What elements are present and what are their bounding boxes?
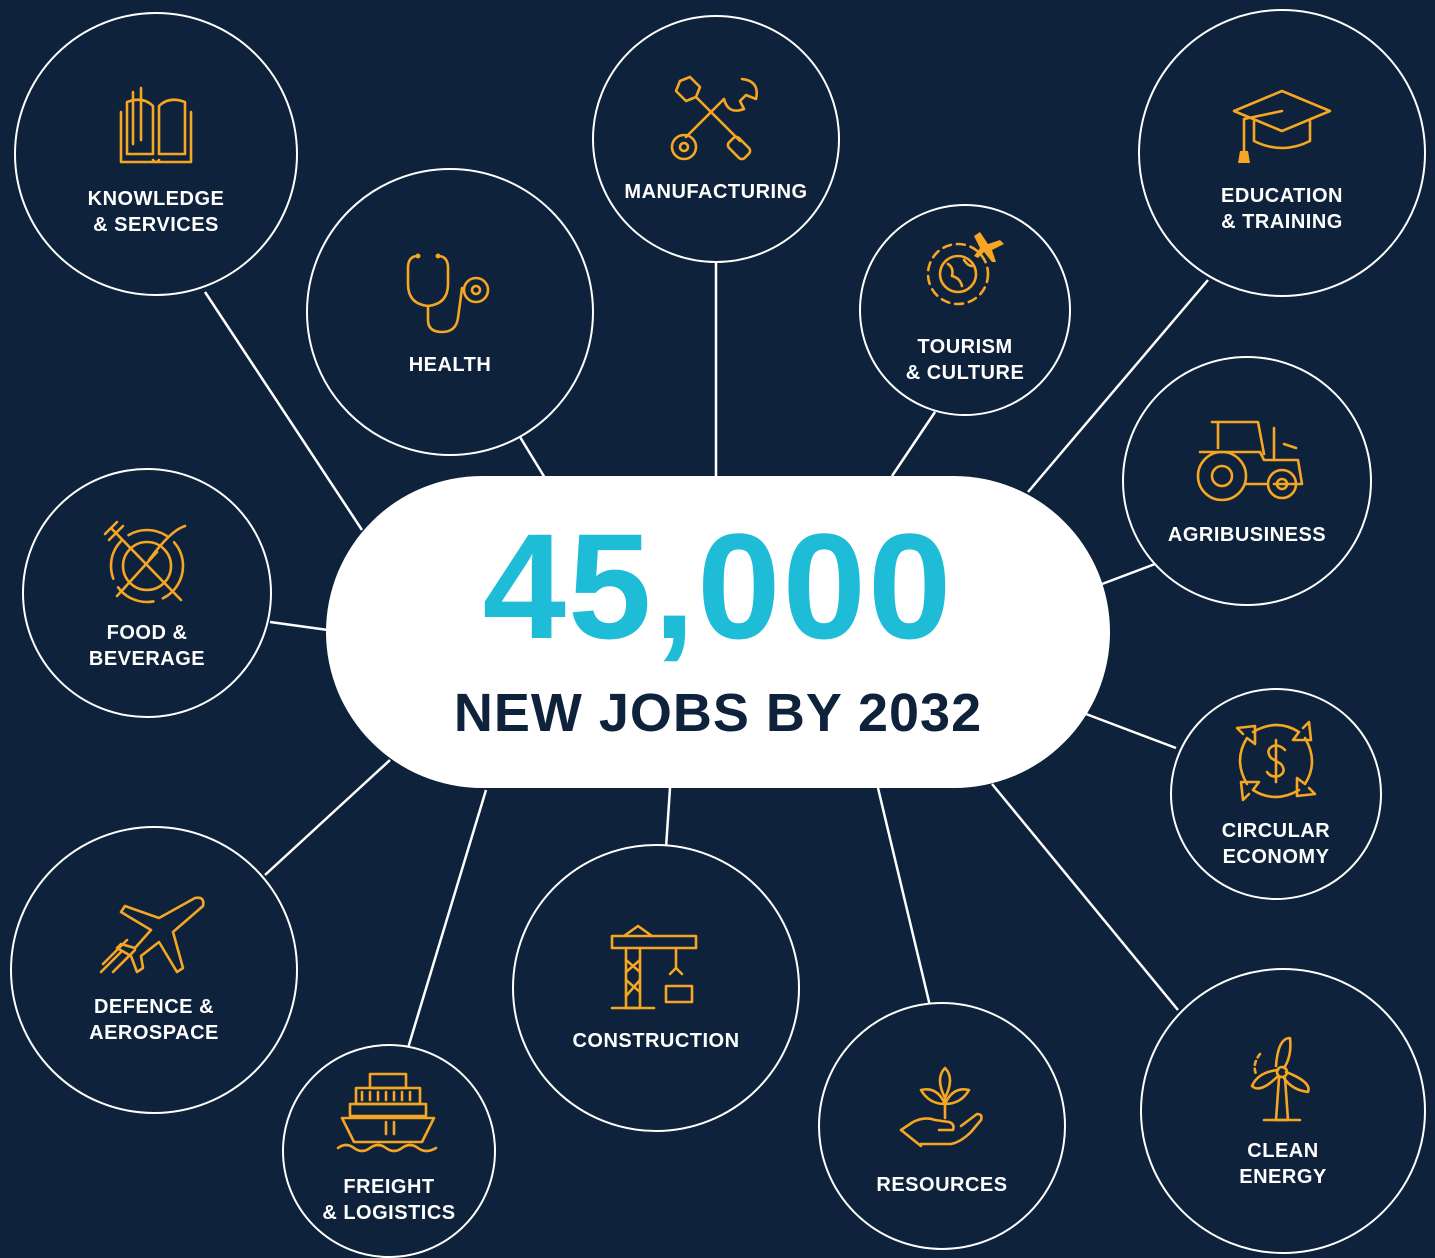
sector-label: MANUFACTURING [624, 181, 808, 203]
headline-number: 45,000 [482, 502, 954, 670]
cargo-ship-icon [336, 1070, 442, 1154]
connector-freight [406, 789, 488, 1049]
sector-label: FREIGHT & LOGISTICS [322, 1176, 456, 1224]
sector-food-beverage: FOOD & BEVERAGE [22, 468, 272, 718]
plate-cutlery-icon [101, 520, 193, 608]
sector-label: KNOWLEDGE & SERVICES [87, 188, 225, 236]
tools-icon [670, 73, 762, 165]
globe-plane-icon [922, 228, 1008, 308]
connector-tourism [890, 411, 937, 477]
connector-resources [876, 787, 932, 1007]
connector-agribusiness [1101, 562, 1156, 586]
sector-health: HEALTH [306, 168, 594, 456]
sector-label: AGRIBUSINESS [1167, 524, 1327, 546]
connector-food [269, 620, 329, 632]
sector-label: CONSTRUCTION [572, 1030, 740, 1052]
sector-knowledge-services: KNOWLEDGE & SERVICES [14, 12, 298, 296]
stethoscope-icon [400, 248, 500, 340]
headline-subtitle: NEW JOBS BY 2032 [453, 683, 983, 743]
connector-defence [264, 759, 391, 876]
connector-clean-energy [991, 783, 1179, 1011]
sector-defence-aerospace: DEFENCE & AEROSPACE [10, 826, 298, 1114]
sector-label: CIRCULAR ECONOMY [1221, 820, 1331, 868]
sector-construction: CONSTRUCTION [512, 844, 800, 1132]
sector-label: HEALTH [408, 354, 492, 376]
sector-resources: RESOURCES [818, 1002, 1066, 1250]
sector-label: EDUCATION & TRAINING [1221, 185, 1343, 233]
sector-education-training: EDUCATION & TRAINING [1138, 9, 1426, 297]
crane-icon [610, 924, 702, 1012]
connector-construction [664, 787, 672, 849]
connector-knowledge [203, 291, 364, 531]
sector-manufacturing: MANUFACTURING [592, 15, 840, 263]
connector-education [1027, 279, 1209, 493]
hand-plant-icon [899, 1066, 985, 1154]
sector-clean-energy: CLEAN ENERGY [1140, 968, 1426, 1254]
wind-turbine-icon [1248, 1034, 1318, 1124]
sector-label: CLEAN ENERGY [1239, 1140, 1327, 1188]
sector-tourism-culture: TOURISM & CULTURE [859, 204, 1071, 416]
book-icon [113, 84, 199, 170]
airplane-icon [99, 892, 209, 978]
sector-circular-economy: CIRCULAR ECONOMY [1170, 688, 1382, 900]
sector-freight-logistics: FREIGHT & LOGISTICS [282, 1044, 496, 1258]
tractor-icon [1188, 418, 1306, 504]
sector-label: TOURISM & CULTURE [905, 336, 1025, 384]
connector-circular [1085, 712, 1177, 750]
sector-label: DEFENCE & AEROSPACE [89, 996, 219, 1044]
sector-label: FOOD & BEVERAGE [88, 622, 206, 670]
connector-health [518, 436, 547, 479]
graduation-cap-icon [1230, 85, 1334, 167]
sector-agribusiness: AGRIBUSINESS [1122, 356, 1372, 606]
sector-label: RESOURCES [876, 1174, 1008, 1196]
headline-pill: 45,000 NEW JOBS BY 2032 [326, 476, 1110, 788]
recycle-dollar-icon [1233, 718, 1319, 804]
